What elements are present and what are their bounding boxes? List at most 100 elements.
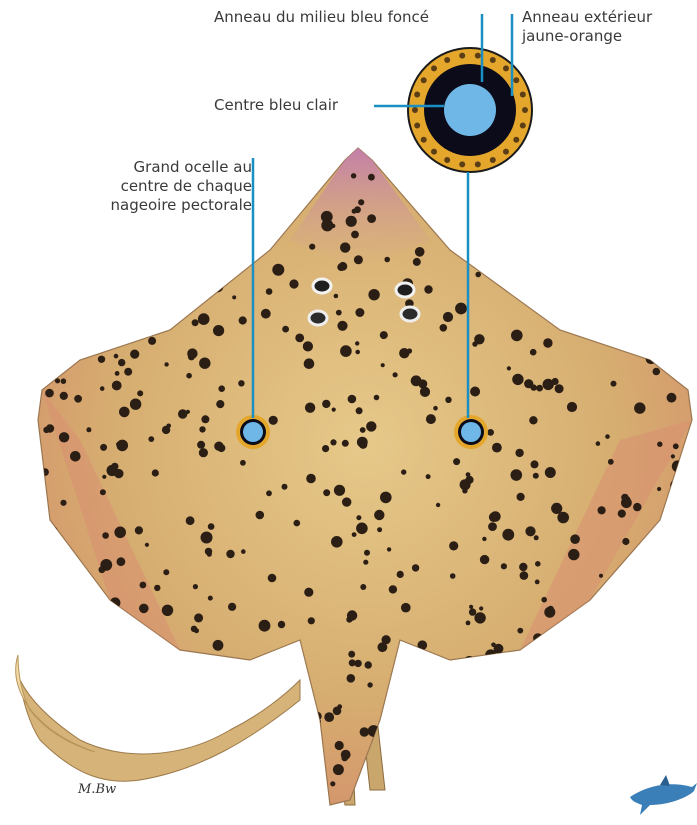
body-spot xyxy=(485,178,496,189)
body-spot xyxy=(593,668,598,673)
body-spot xyxy=(47,559,53,565)
body-spot xyxy=(148,436,154,442)
body-spot xyxy=(88,169,97,178)
body-spot xyxy=(93,179,101,187)
body-spot xyxy=(368,289,379,300)
body-spot xyxy=(137,390,143,396)
body-spot xyxy=(241,678,253,690)
body-spot xyxy=(333,764,344,775)
body-spot xyxy=(581,666,591,676)
body-spot xyxy=(573,277,580,284)
body-spot xyxy=(433,406,438,411)
body-spot xyxy=(334,485,345,496)
body-spot xyxy=(351,231,359,239)
body-spot xyxy=(347,674,356,683)
body-spot xyxy=(226,550,234,558)
body-spot xyxy=(507,366,511,370)
body-spot xyxy=(208,523,215,530)
body-spot xyxy=(208,596,213,601)
body-spot xyxy=(186,516,195,525)
body-spot xyxy=(596,713,606,723)
label-outer-ring: Anneau extérieur jaune-orange xyxy=(522,8,692,46)
body-spot xyxy=(530,349,537,356)
body-spot xyxy=(619,593,630,604)
body-spot xyxy=(212,281,223,292)
body-spot xyxy=(673,443,679,449)
body-spot xyxy=(662,721,668,727)
body-spot xyxy=(657,544,664,551)
body-spot xyxy=(579,758,586,765)
label-center: Centre bleu clair xyxy=(214,96,338,115)
body-spot xyxy=(374,395,380,401)
body-spot xyxy=(538,770,545,777)
body-spot xyxy=(352,532,357,537)
body-spot xyxy=(618,509,626,517)
body-spot xyxy=(288,749,293,754)
inset-ring-dot xyxy=(414,92,420,98)
body-spot xyxy=(340,345,352,357)
body-spot xyxy=(521,727,531,737)
body-spot xyxy=(130,350,139,359)
body-spot xyxy=(667,393,677,403)
body-spot xyxy=(415,247,425,257)
body-spot xyxy=(611,381,617,387)
body-spot xyxy=(105,621,111,627)
body-spot xyxy=(262,771,273,782)
body-spot xyxy=(124,368,132,376)
body-spot xyxy=(557,248,564,255)
body-spot xyxy=(59,299,65,305)
body-spot xyxy=(275,219,282,226)
body-spot xyxy=(282,326,289,333)
body-spot xyxy=(638,692,649,703)
body-spot xyxy=(631,761,636,766)
body-spot xyxy=(639,318,649,328)
body-spot xyxy=(401,469,406,474)
body-spot xyxy=(487,429,494,436)
body-spot xyxy=(411,375,422,386)
body-spot xyxy=(59,432,69,442)
body-spot xyxy=(471,202,482,213)
body-spot xyxy=(309,244,315,250)
body-spot xyxy=(162,605,173,616)
body-spot xyxy=(380,331,388,339)
body-spot xyxy=(408,734,412,738)
body-spot xyxy=(656,310,667,321)
body-spot xyxy=(605,434,610,439)
body-spot xyxy=(436,503,440,507)
body-spot xyxy=(367,214,376,223)
body-spot xyxy=(272,264,284,276)
body-spot xyxy=(492,443,502,453)
body-spot xyxy=(620,287,631,298)
body-spot xyxy=(393,372,398,377)
body-spot xyxy=(544,607,555,618)
body-spot xyxy=(241,549,246,554)
body-spot xyxy=(384,257,390,263)
body-spot xyxy=(633,503,641,511)
body-spot xyxy=(360,727,369,736)
body-spot xyxy=(367,682,372,687)
body-spot xyxy=(323,489,330,496)
body-spot xyxy=(112,381,122,391)
body-spot xyxy=(41,305,53,317)
body-spot xyxy=(60,392,68,400)
body-spot xyxy=(166,424,171,429)
body-spot xyxy=(474,612,485,623)
body-spot xyxy=(119,646,127,654)
body-spot xyxy=(47,526,58,537)
body-spot xyxy=(295,334,304,343)
body-spot xyxy=(587,729,597,739)
body-spot xyxy=(340,242,350,252)
body-spot xyxy=(387,547,391,551)
body-spot xyxy=(621,497,632,508)
body-spot xyxy=(489,512,499,522)
body-spot xyxy=(401,603,411,613)
body-spot xyxy=(573,767,579,773)
body-spot xyxy=(520,683,530,693)
inset-ring-dot xyxy=(444,157,450,163)
body-spot xyxy=(482,247,493,258)
body-spot xyxy=(95,210,100,215)
body-spot xyxy=(676,746,684,754)
body-spot xyxy=(565,288,570,293)
body-spot xyxy=(214,442,223,451)
body-spot xyxy=(540,738,545,743)
